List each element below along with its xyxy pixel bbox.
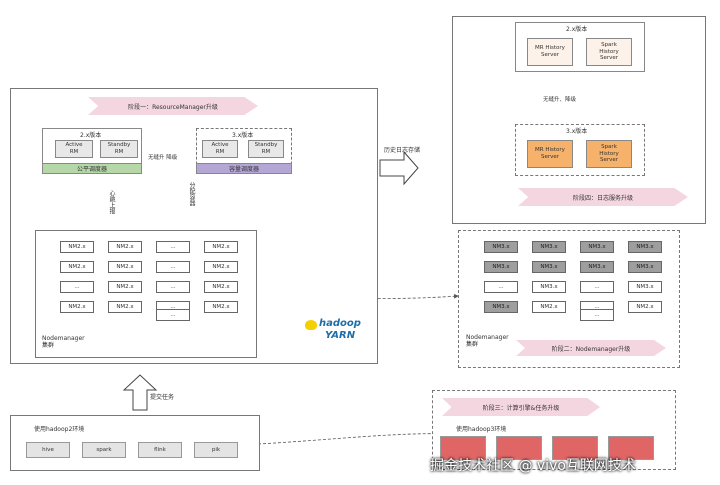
engine-spark: spark: [82, 442, 126, 458]
heartbeat-label: 心跳上报: [108, 190, 115, 214]
nm3-node-r2-c2: ...: [580, 281, 614, 293]
history-v2-title: 2.x版本: [566, 26, 588, 33]
mr-history-server-v2-label: MR History Server: [535, 45, 565, 58]
nm2-node-r2-c3: NM2.x: [204, 281, 238, 293]
stage3-banner: 阶段三：计算引擎&任务升级: [442, 398, 600, 416]
log-store-arrow: [379, 150, 419, 186]
stage4-label: 阶段四：日志服务升级: [572, 194, 633, 202]
nm3-node-r3-c1: NM2.x: [532, 301, 566, 313]
nm3-cluster-label: Nodemanager 集群: [466, 334, 509, 349]
capacity-scheduler-label: 容量调度器: [228, 166, 259, 173]
capacity-scheduler: 容量调度器: [196, 163, 292, 174]
nm2-node-r1-c2: ...: [156, 261, 190, 273]
client-env-label: 使用hadoop2环境: [34, 426, 85, 433]
nm3-node-r3-c3: NM2.x: [628, 301, 662, 313]
spark-history-server-v2-label: Spark History Server: [599, 42, 619, 62]
stage2-banner: 阶段二：Nodemanager升级: [516, 340, 666, 356]
active-rm-v2: Active RM: [55, 140, 93, 158]
hadoop-logo-text: hadoop: [319, 318, 361, 329]
stage1-label: 阶段一：ResourceManager升级: [128, 103, 218, 111]
nm3-node-r1-c2: NM3.x: [580, 261, 614, 273]
nm3-node-r2-c0: ...: [484, 281, 518, 293]
nm3-node-r0-c0: NM3.x: [484, 241, 518, 253]
history-upgrade-label: 无缝升、降级: [543, 97, 577, 103]
nm3-node-r3-c0: NM3.x: [484, 301, 518, 313]
spark-history-server-v3-label: Spark History Server: [599, 144, 619, 164]
active-rm-v2-label: Active RM: [65, 142, 83, 155]
stage3-engine-3: [552, 436, 598, 460]
mr-history-server-v3-label: MR History Server: [535, 147, 565, 160]
nm2-node-r1-c0: NM2.x: [60, 261, 94, 273]
spark-history-server-v2: Spark History Server: [586, 38, 632, 66]
engine-hive: hive: [26, 442, 70, 458]
stage3-env-label: 使用hadoop3环境: [456, 426, 507, 433]
stage3-engine-1: [440, 436, 486, 460]
hadoop-yarn-logo: hadoop YARN: [305, 318, 367, 344]
nm3-node-r1-c1: NM3.x: [532, 261, 566, 273]
nm3-node-r2-c1: NM3.x: [532, 281, 566, 293]
engine-pik: pik: [194, 442, 238, 458]
nm2-node-r4-c2: ...: [156, 309, 190, 321]
history-v3-title: 3.x版本: [566, 128, 588, 135]
stage1-banner: 阶段一：ResourceManager升级: [88, 97, 258, 115]
fair-scheduler: 公平调度器: [42, 163, 142, 174]
hadoop-elephant-icon: [305, 320, 317, 330]
standby-rm-v2-label: Standby RM: [107, 142, 131, 155]
watermark: 掘金技术社区 @ vivo互联网技术: [430, 458, 636, 474]
nm3-node-r1-c3: NM3.x: [628, 261, 662, 273]
nm2-node-r0-c1: NM2.x: [108, 241, 142, 253]
engine-flink: flink: [138, 442, 182, 458]
assign-label: 分配容器: [188, 182, 195, 206]
active-rm-v3-label: Active RM: [211, 142, 229, 155]
nm2-node-r2-c1: NM2.x: [108, 281, 142, 293]
rm-v2-title: 2.x版本: [80, 132, 102, 139]
nm2-node-r2-c0: ...: [60, 281, 94, 293]
rm-v3-title: 3.x版本: [232, 132, 254, 139]
stage4-banner: 阶段四：日志服务升级: [518, 188, 688, 206]
standby-rm-v3-label: Standby RM: [254, 142, 278, 155]
nm3-node-r0-c2: NM3.x: [580, 241, 614, 253]
nm2-node-r0-c3: NM2.x: [204, 241, 238, 253]
rm-upgrade-label: 无缝升 降级: [148, 155, 178, 161]
yarn-logo-text: YARN: [325, 330, 356, 341]
standby-rm-v2: Standby RM: [100, 140, 138, 158]
stage3-label: 阶段三：计算引擎&任务升级: [482, 404, 560, 412]
submit-label: 提交任务: [150, 394, 175, 401]
mr-history-server-v2: MR History Server: [527, 38, 573, 66]
nm2-node-r1-c3: NM2.x: [204, 261, 238, 273]
nm2-node-r1-c1: NM2.x: [108, 261, 142, 273]
standby-rm-v3: Standby RM: [248, 140, 284, 158]
spark-history-server-v3: Spark History Server: [586, 140, 632, 168]
nm3-node-r4-c2: ...: [580, 309, 614, 321]
nm3-node-r1-c0: NM3.x: [484, 261, 518, 273]
active-rm-v3: Active RM: [202, 140, 238, 158]
fair-scheduler-label: 公平调度器: [76, 166, 107, 173]
nm2-node-r3-c0: NM2.x: [60, 301, 94, 313]
nm2-node-r0-c2: ...: [156, 241, 190, 253]
stage3-engine-4: [608, 436, 654, 460]
nm2-cluster-label: Nodemanager 集群: [42, 335, 85, 350]
log-store-label: 历史日志存储: [384, 147, 421, 154]
client-upgrade-connector: [257, 431, 449, 445]
nm2-node-r0-c0: NM2.x: [60, 241, 94, 253]
nm3-node-r2-c3: NM3.x: [628, 281, 662, 293]
nm2-node-r3-c3: NM2.x: [204, 301, 238, 313]
nm2-node-r3-c1: NM2.x: [108, 301, 142, 313]
nm3-node-r0-c1: NM3.x: [532, 241, 566, 253]
stage2-label: 阶段二：Nodemanager升级: [551, 345, 631, 353]
nm3-node-r0-c3: NM3.x: [628, 241, 662, 253]
mr-history-server-v3: MR History Server: [527, 140, 573, 168]
stage3-engine-2: [496, 436, 542, 460]
submit-arrow: [122, 374, 158, 411]
nm2-node-r2-c2: ...: [156, 281, 190, 293]
